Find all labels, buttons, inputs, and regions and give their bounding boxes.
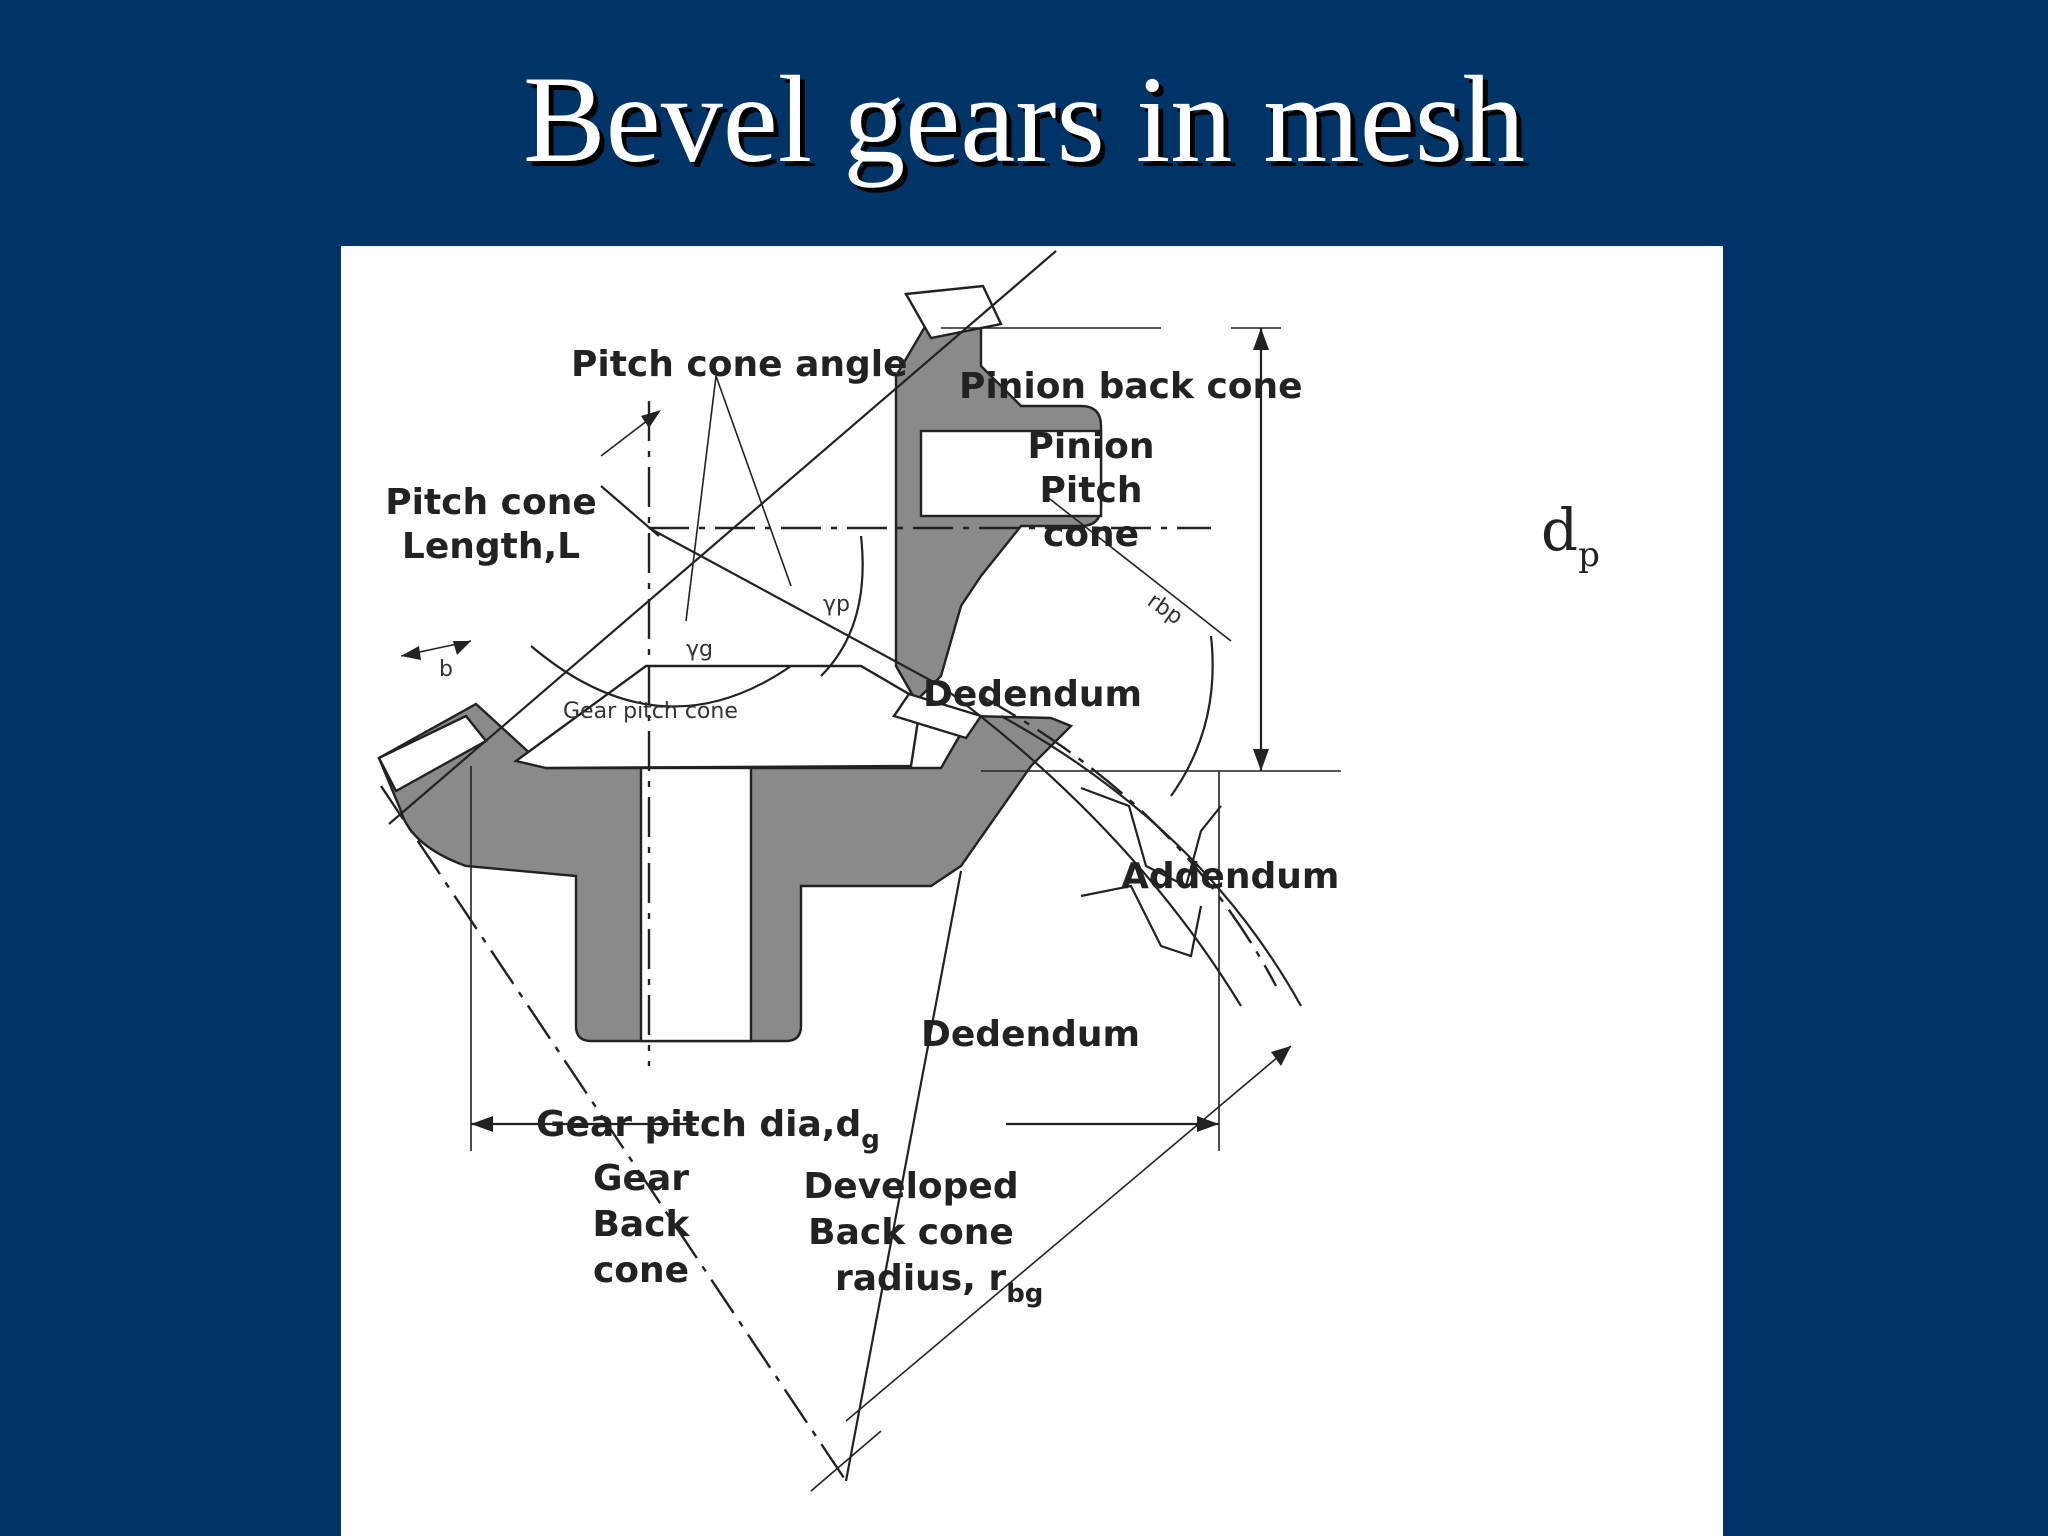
dp-arrow-bottom <box>1253 749 1269 771</box>
developed-tooth-1 <box>1080 786 1222 888</box>
label-dp: dp <box>1541 496 1600 575</box>
rbg-line <box>845 1045 1292 1422</box>
pinion-tooth-strip <box>904 284 1003 340</box>
label-developed-2: Back cone <box>808 1212 1014 1253</box>
label-gear-pitch-cone: Gear pitch cone <box>563 699 738 724</box>
label-pitch-cone-length-1: Pitch cone <box>385 482 597 523</box>
label-gear-back-cone-2: Back <box>592 1204 690 1245</box>
label-dedendum-bottom: Dedendum <box>921 1014 1140 1055</box>
label-addendum: Addendum <box>1121 856 1339 897</box>
label-dedendum-top: Dedendum <box>923 674 1142 715</box>
label-rbp: rbp <box>1143 588 1188 630</box>
L-arrow <box>641 410 661 428</box>
label-dp-main: d <box>1541 496 1578 564</box>
label-pinion-pitch-cone-1: Pinion <box>1027 426 1154 467</box>
label-pinion-pitch-cone-3: cone <box>1043 514 1139 555</box>
label-gear-pitch-dia-sub: g <box>861 1125 880 1155</box>
pitch-line <box>388 250 1057 825</box>
pinion-pitch-arc <box>820 535 864 677</box>
gear-back-cone-right <box>844 870 963 1482</box>
pinion-bore <box>919 429 1103 518</box>
pinion-lower-tooth-strip <box>892 692 983 740</box>
gear-back-cone-left <box>380 785 847 1482</box>
label-gear-pitch-dia-main: Gear pitch dia,d <box>536 1104 861 1145</box>
label-gear-back-cone-1: Gear <box>593 1158 689 1199</box>
gear-pitch-arc <box>530 645 792 708</box>
developed-arc-inner <box>940 685 1242 1007</box>
gear-cone-line <box>648 527 942 687</box>
developed-arc-outer <box>1000 715 1302 1007</box>
diagram-canvas: Pitch cone angle Pinion back cone Pitch … <box>377 250 1600 1492</box>
label-pinion-back-cone: Pinion back cone <box>959 366 1303 407</box>
label-developed-3: radius, rbg <box>835 1258 1043 1309</box>
pca-leader-1 <box>685 375 717 622</box>
gear-bore <box>639 766 753 1043</box>
label-pinion-pitch-cone-2: Pitch <box>1040 470 1143 511</box>
slide-title: Bevel gears in mesh <box>522 51 1526 188</box>
label-developed-3-main: radius, r <box>835 1258 1006 1299</box>
apex-cross <box>810 1430 882 1492</box>
b-arrow-r <box>453 641 471 655</box>
label-gear-back-cone-3: cone <box>593 1250 689 1291</box>
rbg-arrow <box>1271 1046 1291 1066</box>
label-developed-3-sub: bg <box>1006 1279 1043 1309</box>
dp-arrow-top <box>1253 328 1269 350</box>
dg-arrow-left <box>471 1116 493 1132</box>
label-b: b <box>439 657 453 682</box>
label-gamma-g: γg <box>686 637 713 662</box>
label-gear-pitch-dia: Gear pitch dia,dg <box>536 1104 880 1155</box>
label-dp-sub: p <box>1578 535 1600 575</box>
developed-tooth-2 <box>1080 884 1203 958</box>
label-developed-1: Developed <box>803 1166 1018 1207</box>
bevel-gear-diagram: Pitch cone angle Pinion back cone Pitch … <box>341 246 1723 1536</box>
label-pitch-cone-angle: Pitch cone angle <box>571 344 908 385</box>
b-arrow-l <box>401 646 421 660</box>
apex-tick <box>600 485 660 537</box>
rbp-arc <box>1170 635 1214 797</box>
pca-leader-2 <box>715 375 792 587</box>
label-gamma-p: γp <box>823 592 850 617</box>
rbp-line <box>1045 495 1232 642</box>
label-pitch-cone-length-2: Length,L <box>402 526 580 567</box>
dg-arrow-right <box>1197 1116 1219 1132</box>
